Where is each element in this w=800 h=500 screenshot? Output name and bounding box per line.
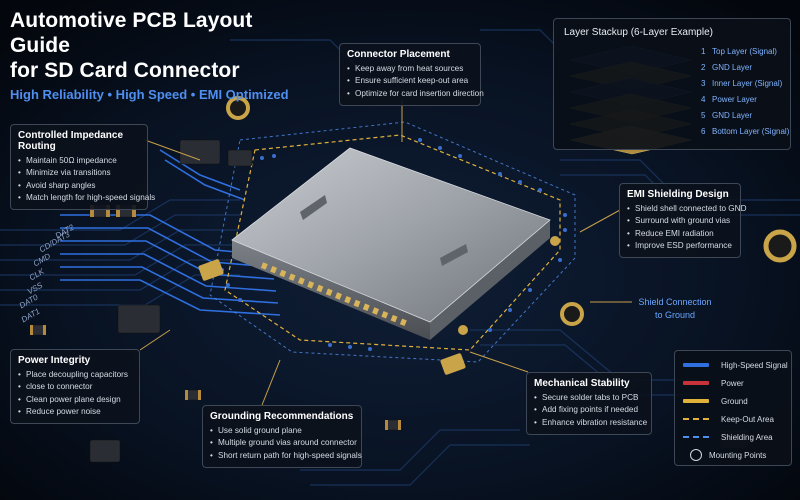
callout-list: Maintain 50Ω impedanceMinimize via trans… (18, 155, 155, 205)
legend-item: High-Speed Signal (683, 359, 788, 371)
mounting-point-icon (690, 449, 702, 461)
callout-heading: Grounding Recommendations (210, 411, 354, 422)
legend-label: Power (721, 378, 744, 388)
callout-item: Place decoupling capacitors (18, 369, 132, 382)
callout-item: Avoid sharp angles (18, 180, 140, 193)
stackup-layer-name: Top Layer (Signal) (712, 47, 777, 56)
legend-item: Power (683, 377, 744, 389)
guide-subtitle: High Reliability • High Speed • EMI Opti… (10, 87, 289, 102)
callout-heading: Controlled Impedance Routing (18, 130, 124, 152)
stackup-layer-number: 4 (701, 95, 706, 104)
callout-item: Shield shell connected to GND (627, 203, 747, 216)
callout-item: Surround with ground vias (627, 215, 733, 228)
stackup-layer-number: 6 (701, 127, 706, 136)
callout-mechanical-stability: Mechanical Stability Secure solder tabs … (526, 372, 652, 435)
callout-item: Short return path for high-speed signals (210, 450, 362, 463)
stackup-layer-label: 6 Bottom Layer (Signal) (701, 127, 789, 136)
callout-item: Keep away from heat sources (347, 63, 473, 76)
callout-heading: Power Integrity (18, 355, 91, 366)
callout-heading: EMI Shielding Design (627, 189, 729, 200)
callout-item: Ensure sufficient keep-out area (347, 75, 473, 88)
guide-title-block: Automotive PCB Layout Guide for SD Card … (10, 8, 310, 102)
stackup-layer-name: Bottom Layer (Signal) (712, 127, 790, 136)
callout-list: Use solid ground planeMultiple ground vi… (210, 425, 362, 463)
legend-swatch (683, 399, 709, 403)
callout-item: close to connector (18, 381, 132, 394)
callout-list: Shield shell connected to GNDSurround wi… (627, 203, 747, 253)
callout-item: Maintain 50Ω impedance (18, 155, 140, 168)
legend-item: Shielding Area (683, 431, 773, 443)
callout-item: Enhance vibration resistance (534, 417, 647, 430)
stackup-layer-label: 3 Inner Layer (Signal) (701, 79, 782, 88)
shield-connection-label: Shield Connection to Ground (625, 296, 725, 322)
legend-dash-swatch (683, 418, 709, 420)
legend-swatch (683, 363, 709, 367)
callout-item: Use solid ground plane (210, 425, 354, 438)
stackup-layer-label: 5 GND Layer (701, 111, 752, 120)
connector-slot-tab-right (440, 244, 468, 266)
callout-heading: Mechanical Stability (534, 378, 630, 389)
legend-item: Keep-Out Area (683, 413, 774, 425)
callout-item: Match length for high-speed signals (18, 192, 155, 205)
legend-item: Ground (683, 395, 748, 407)
callout-item: Optimize for card insertion direction (347, 88, 484, 101)
callout-heading: Connector Placement (347, 49, 450, 60)
connector-pin-row (260, 262, 412, 328)
connector-top (231, 147, 551, 323)
sd-card-connector (231, 147, 551, 340)
stackup-layer-name: Power Layer (712, 95, 757, 104)
stackup-layer-name: GND Layer (712, 63, 753, 72)
stackup-layer-number: 1 (701, 47, 706, 56)
callout-list: Secure solder tabs to PCBAdd fixing poin… (534, 392, 647, 430)
stackup-layer-label: 4 Power Layer (701, 95, 757, 104)
shield-connection-line2: to Ground (654, 310, 696, 320)
legend-item: Mounting Points (683, 449, 766, 461)
stackup-layer-label: 2 GND Layer (701, 63, 752, 72)
stackup-layer-number: 2 (701, 63, 706, 72)
smd-components (29, 139, 749, 463)
callout-power-integrity: Power Integrity Place decoupling capacit… (10, 349, 140, 425)
legend-label: Shielding Area (721, 432, 773, 442)
legend-label: Mounting Points (709, 450, 767, 460)
stackup-layer-name: GND Layer (712, 111, 753, 120)
guide-title-line2: for SD Card Connector (10, 59, 240, 82)
shield-connection-line1: Shield Connection (638, 297, 712, 307)
callout-list: Place decoupling capacitorsclose to conn… (18, 369, 132, 418)
callout-item: Clean power plane design (18, 394, 132, 407)
callout-connector-placement: Connector Placement Keep away from heat … (339, 43, 484, 106)
callout-list: Keep away from heat sourcesEnsure suffic… (347, 63, 484, 101)
callout-item: Improve ESD performance (627, 240, 733, 253)
legend-label: High-Speed Signal (721, 360, 788, 370)
keep-out-outline (224, 134, 561, 351)
stackup-layer-number: 3 (701, 79, 706, 88)
legend-label: Keep-Out Area (721, 414, 774, 424)
legend-dash-swatch (683, 436, 709, 438)
leader-lines (139, 100, 632, 406)
stackup-layer-name: Inner Layer (Signal) (712, 79, 783, 88)
callout-grounding: Grounding Recommendations Use solid grou… (202, 405, 362, 468)
connector-side-right (430, 220, 550, 340)
legend-label: Ground (721, 396, 748, 406)
stackup-layer-number: 5 (701, 111, 706, 120)
capacitor-caps (30, 205, 401, 430)
connector-slot-tab-left (300, 195, 327, 220)
guide-title-line1: Automotive PCB Layout Guide (10, 9, 253, 57)
callout-item: Reduce EMI radiation (627, 228, 733, 241)
callout-item: Minimize via transitions (18, 167, 140, 180)
stackup-layer-label: 1 Top Layer (Signal) (701, 47, 777, 56)
stackup-heading: Layer Stackup (6-Layer Example) (564, 27, 713, 38)
callout-item: Multiple ground vias around connector (210, 437, 357, 450)
callout-item: Secure solder tabs to PCB (534, 392, 644, 405)
callout-controlled-impedance: Controlled Impedance Routing Maintain 50… (10, 124, 155, 211)
legend-swatch (683, 381, 709, 385)
callout-item: Reduce power noise (18, 406, 132, 419)
layer-stackup-panel: Layer Stackup (6-Layer Example) 1 Top Lay… (553, 18, 791, 150)
callout-emi-shielding: EMI Shielding Design Shield shell connec… (619, 183, 747, 259)
callout-item: Add fixing points if needed (534, 404, 644, 417)
mounting-pads (198, 96, 797, 375)
